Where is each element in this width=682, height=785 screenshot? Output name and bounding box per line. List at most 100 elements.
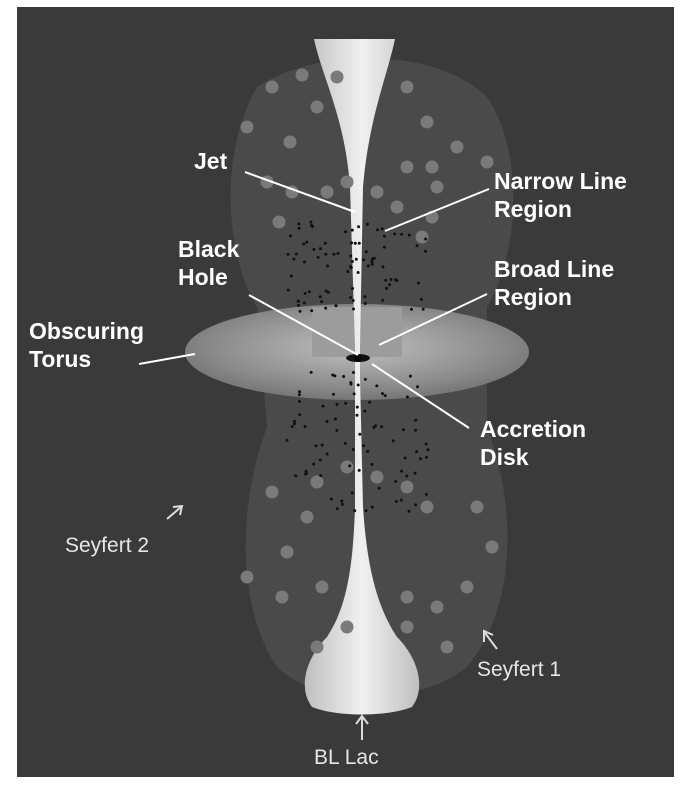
blr-dot (298, 227, 301, 230)
nlr-cloud (273, 216, 286, 229)
obscuring-torus-label-line-1: Obscuring (29, 317, 144, 345)
broad-line-region-label-line-1: Broad Line (494, 255, 614, 283)
blr-dot (297, 304, 300, 307)
nlr-cloud (276, 591, 289, 604)
accretion-disk-label-line-2: Disk (480, 443, 586, 471)
seyfert-2-arrow (167, 507, 181, 519)
black-hole-label-line-2: Hole (178, 263, 239, 291)
blr-dot (394, 480, 397, 483)
nlr-cloud (426, 161, 439, 174)
nlr-cloud (296, 69, 309, 82)
blr-dot (305, 241, 308, 244)
blr-dot (287, 289, 290, 292)
blr-dot (335, 304, 338, 307)
blr-dot (408, 234, 411, 237)
blr-dot (315, 444, 318, 447)
blr-dot (298, 400, 301, 403)
blr-dot (321, 444, 324, 447)
blr-dot (298, 393, 301, 396)
nlr-cloud (401, 621, 414, 634)
black-hole-label: Black Hole (178, 235, 239, 291)
narrow-line-region-label: Narrow Line Region (494, 167, 627, 223)
blr-dot (409, 375, 412, 378)
blr-dot (332, 253, 335, 256)
torus-leader (139, 354, 195, 364)
blr-dot (352, 308, 355, 311)
blr-dot (358, 469, 361, 472)
blr-dot (414, 419, 417, 422)
blr-dot (336, 403, 339, 406)
blr-dot (344, 402, 347, 405)
blr-dot (375, 384, 378, 387)
blr-dot (349, 254, 352, 257)
nlr-cloud (341, 461, 354, 474)
blr-dot (425, 456, 428, 459)
blr-dot (357, 271, 360, 274)
blr-dot (357, 225, 360, 228)
blr-dot (406, 396, 409, 399)
blr-dot (419, 457, 422, 460)
blr-dot (317, 256, 320, 259)
blr-dot (424, 250, 427, 253)
obscuring-torus-label-line-2: Torus (29, 345, 144, 373)
blr-dot (400, 233, 403, 236)
blr-dot (326, 264, 329, 267)
blr-dot (384, 394, 387, 397)
blr-dot (356, 406, 359, 409)
blr-dot (352, 371, 355, 374)
blr-dot (352, 448, 355, 451)
blr-dot (416, 244, 419, 247)
blr-dot (346, 270, 349, 273)
blr-dot (383, 246, 386, 249)
nlr-cloud (431, 181, 444, 194)
blr-dot (334, 418, 337, 421)
blr-dot (303, 261, 306, 264)
blr-dot (319, 247, 322, 250)
nlr-cloud (266, 486, 279, 499)
blr-dot (336, 507, 339, 510)
accretion-disk-label: Accretion Disk (480, 415, 586, 471)
nlr-cloud (241, 571, 254, 584)
seyfert-2-label: Seyfert 2 (65, 533, 149, 559)
black-hole-label-line-1: Black (178, 235, 239, 263)
blr-dot (350, 241, 353, 244)
blr-dot (364, 302, 367, 305)
blr-dot (342, 375, 345, 378)
blr-dot (390, 278, 393, 281)
nlr-cloud (311, 101, 324, 114)
nlr-cloud (341, 621, 354, 634)
nlr-cloud (371, 471, 384, 484)
blr-dot (366, 450, 369, 453)
broad-line-region-label: Broad Line Region (494, 255, 614, 311)
seyfert-1-arrow (485, 633, 497, 649)
nlr-cloud (416, 231, 429, 244)
nlr-cloud (421, 501, 434, 514)
blr-dot (303, 301, 306, 304)
blr-dot (324, 242, 327, 245)
blr-dot (355, 258, 358, 261)
nlr-cloud (401, 81, 414, 94)
blr-dot (349, 296, 352, 299)
blr-dot (415, 450, 418, 453)
bl-lac-label: BL Lac (314, 745, 379, 771)
blr-dot (351, 491, 354, 494)
blr-dot (293, 420, 296, 423)
nlr-cloud (471, 501, 484, 514)
blr-dot (344, 442, 347, 445)
blr-dot (384, 279, 387, 282)
black-hole-shape (355, 355, 361, 361)
blr-dot (392, 439, 395, 442)
blr-dot (374, 424, 377, 427)
blr-dot (349, 265, 352, 268)
blr-dot (298, 390, 301, 393)
blr-dot (373, 257, 376, 260)
blr-dot (362, 258, 365, 261)
blr-dot (420, 298, 423, 301)
nlr-cloud (371, 186, 384, 199)
blr-dot (286, 439, 289, 442)
blr-dot (394, 278, 397, 281)
nlr-cloud (431, 601, 444, 614)
blr-dot (385, 287, 388, 290)
blr-dot (341, 503, 344, 506)
blr-dot (408, 510, 411, 513)
